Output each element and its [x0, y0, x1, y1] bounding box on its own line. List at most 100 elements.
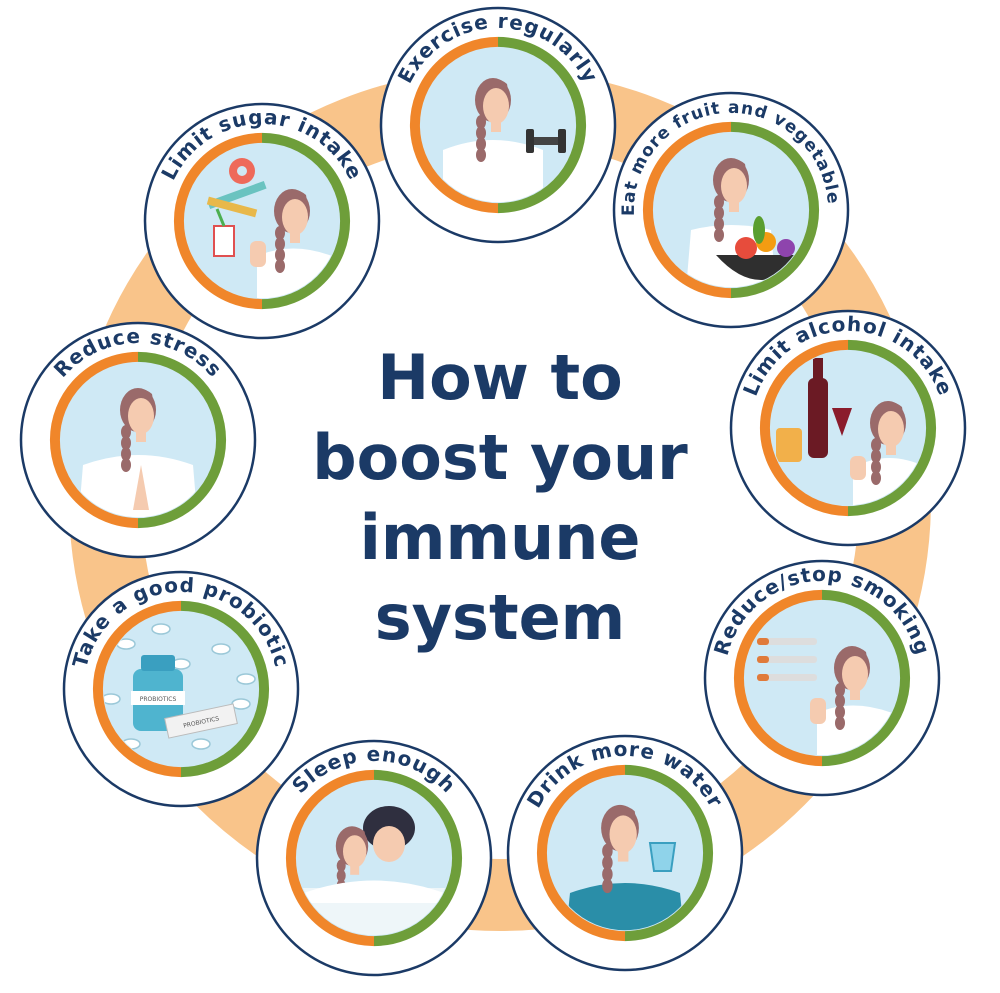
neck	[886, 445, 896, 455]
braid	[275, 237, 285, 251]
braid	[714, 195, 724, 209]
face	[842, 656, 868, 692]
braid	[275, 248, 285, 262]
braid	[275, 226, 285, 240]
shirt	[443, 140, 543, 203]
progress-arc-green	[847, 339, 936, 517]
neck	[850, 690, 860, 700]
progress-arc-green	[730, 121, 819, 299]
braid	[835, 705, 845, 719]
braid	[121, 458, 131, 472]
apple	[735, 237, 757, 259]
braid	[121, 447, 131, 461]
title-line-2: boost your	[312, 421, 688, 494]
face	[128, 398, 154, 434]
braid	[476, 126, 486, 140]
neck	[136, 432, 146, 442]
pill	[103, 693, 121, 705]
cigarette-icon	[757, 656, 817, 663]
dumbbell-weight	[558, 129, 566, 153]
praying-hands-icon	[133, 465, 149, 510]
braid	[476, 148, 486, 162]
braid	[602, 878, 613, 894]
braid	[275, 259, 285, 273]
donut-hole	[237, 166, 247, 176]
wine-glass	[832, 408, 852, 436]
soda-cup	[213, 225, 235, 257]
neck	[491, 122, 501, 132]
progress-arc-orange	[50, 351, 139, 529]
pill	[231, 698, 251, 710]
cigarette-filter	[757, 674, 769, 681]
braid	[121, 425, 131, 439]
face	[721, 168, 747, 204]
stop-hand	[810, 698, 826, 724]
dumbbell-icon	[526, 137, 566, 145]
stop-hand	[850, 456, 866, 480]
grapes	[777, 239, 795, 257]
progress-arc-green	[624, 764, 713, 942]
tip-illustration	[443, 78, 566, 203]
progress-arc-orange	[760, 339, 849, 517]
braid	[871, 460, 881, 474]
face	[609, 815, 637, 854]
braid	[714, 217, 724, 231]
face	[483, 88, 509, 124]
progress-arc-orange	[286, 769, 375, 947]
partner-face	[373, 826, 405, 862]
hair-top	[339, 826, 367, 843]
dumbbell-weight	[526, 129, 534, 153]
pill	[211, 643, 231, 655]
stop-hand	[250, 241, 266, 267]
tip-illustration	[78, 388, 198, 518]
title-line-1: How to	[377, 341, 623, 414]
candy	[206, 196, 258, 218]
cigarette-filter	[757, 656, 769, 663]
neck	[729, 202, 739, 212]
hair-top	[479, 78, 509, 96]
braid	[714, 206, 724, 220]
braid	[602, 843, 613, 859]
neck	[617, 851, 629, 862]
braid	[476, 137, 486, 151]
probiotic-sachet	[164, 703, 238, 739]
tip-sugar: Limit sugar intake	[143, 102, 381, 340]
neck	[290, 233, 300, 243]
braid	[835, 683, 845, 697]
cigarette-icon	[757, 638, 817, 645]
pill	[191, 738, 211, 750]
bottle-neck	[813, 358, 823, 380]
progress-arc-green	[373, 769, 462, 947]
progress-arc-orange	[93, 600, 182, 778]
tip-stress: Reduce stress	[19, 321, 257, 559]
progress-arc-orange	[643, 121, 732, 299]
wine-bottle-icon	[808, 378, 828, 458]
braid	[336, 869, 346, 882]
hair-top	[838, 646, 868, 664]
tip-alcohol: Limit alcohol intake	[729, 309, 967, 547]
braid	[835, 716, 845, 730]
progress-arc-orange	[410, 36, 499, 214]
braid	[871, 438, 881, 452]
hair-top	[605, 805, 637, 824]
tip-smoking: Reduce/stop smoking	[703, 559, 941, 797]
straw	[215, 208, 226, 227]
title-line-3: immune	[359, 501, 641, 574]
pill	[151, 623, 171, 635]
title-line-4: system	[374, 581, 626, 654]
braid	[871, 471, 881, 485]
water-glass-icon	[648, 842, 677, 872]
bottle-label-text: PROBIOTICS	[140, 696, 177, 703]
progress-arc-green	[261, 132, 350, 310]
cigarette-icon	[757, 674, 817, 681]
beer-mug	[776, 428, 802, 462]
braid	[336, 859, 346, 873]
braid	[871, 449, 881, 463]
bottle-cap	[141, 655, 175, 671]
braid	[835, 694, 845, 708]
face	[343, 835, 367, 868]
